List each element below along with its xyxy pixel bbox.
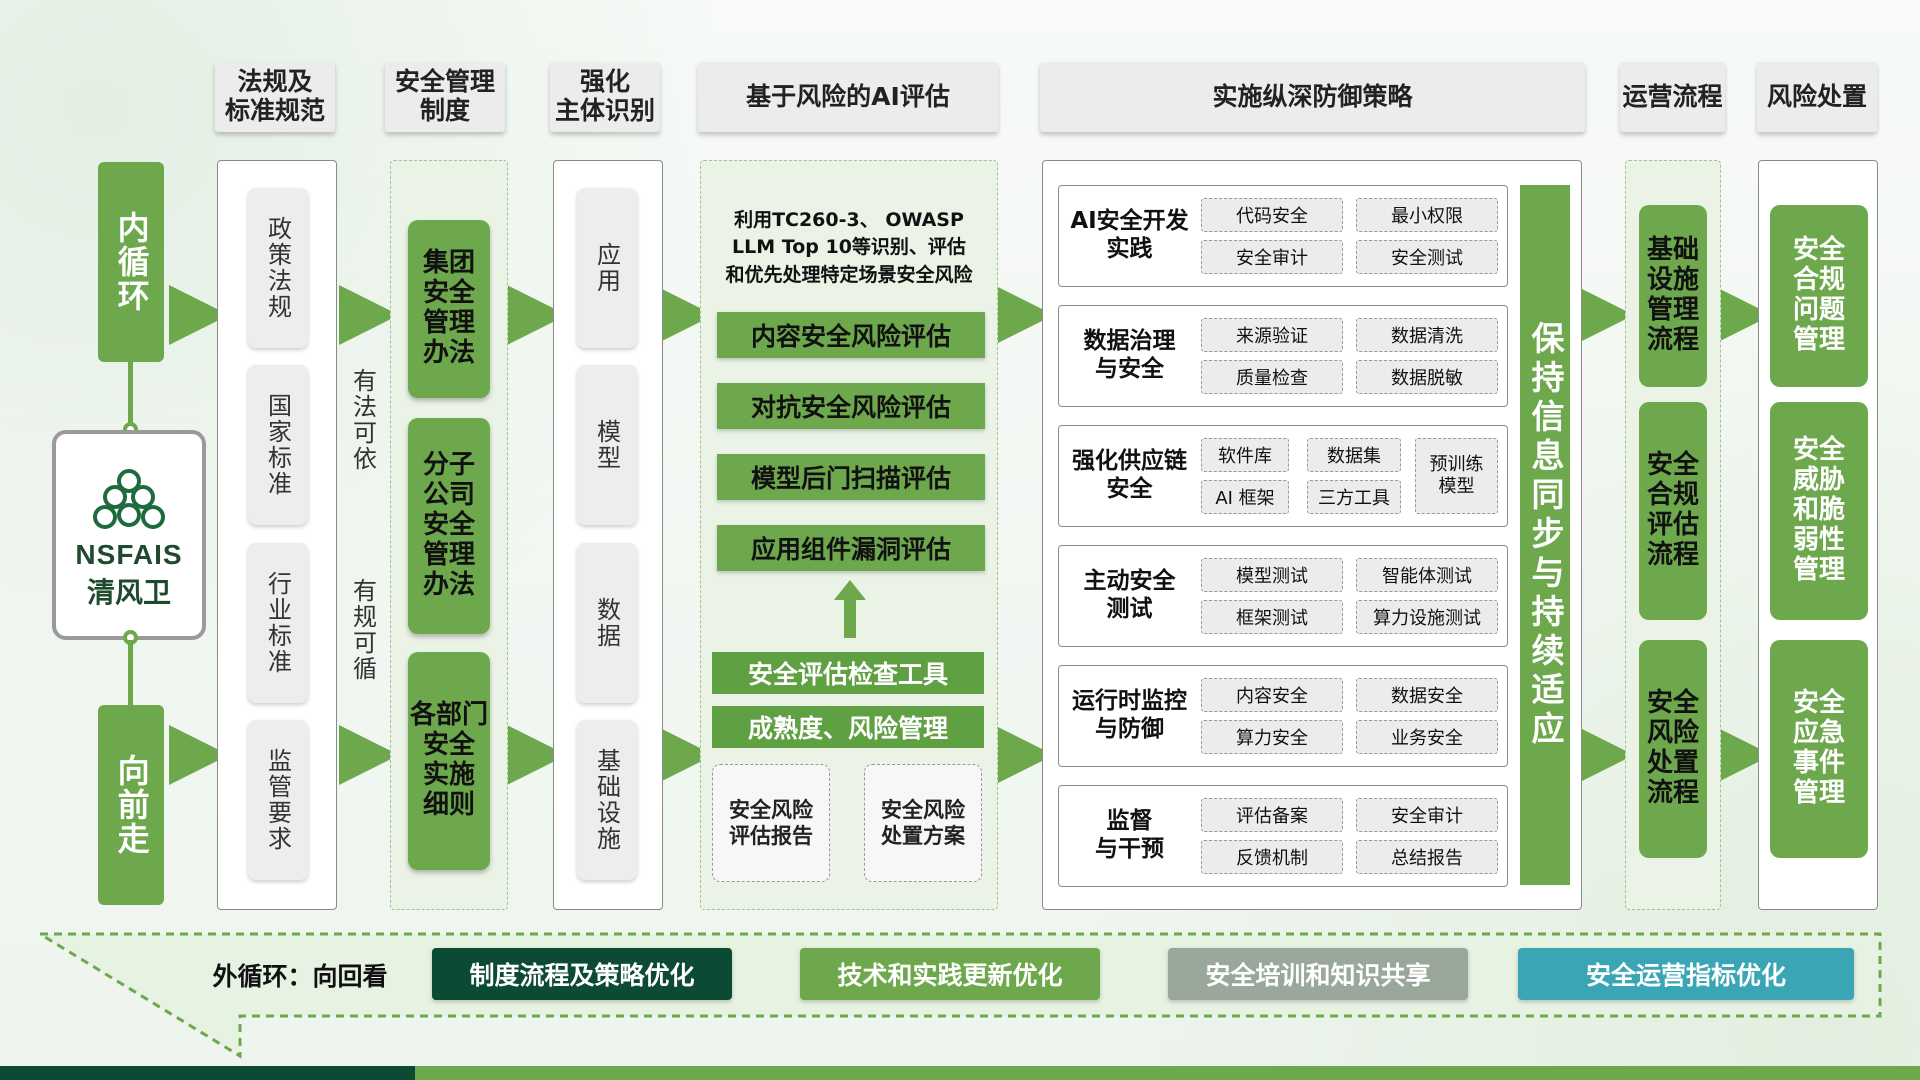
defense-chip: 框架测试 xyxy=(1201,600,1343,634)
defense-chip: 软件库 xyxy=(1201,438,1289,472)
defense-chip: 内容安全 xyxy=(1201,678,1343,712)
header-regs: 法规及 标准规范 xyxy=(215,62,335,132)
outer-loop-label: 外循环：向回看 xyxy=(212,962,388,991)
defense-chip: 模型测试 xyxy=(1201,558,1343,592)
defense-chip: 最小权限 xyxy=(1356,198,1498,232)
defense-chip: 数据清洗 xyxy=(1356,318,1498,352)
regs-item: 政策法规 xyxy=(248,188,308,348)
inner-loop-label: 内循环 xyxy=(98,162,164,362)
defense-row-title: AI安全开发 实践 xyxy=(1070,208,1189,262)
defense-chip: 来源验证 xyxy=(1201,318,1343,352)
header-defense: 实施纵深防御策略 xyxy=(1040,62,1585,132)
mid-label-rule: 有规可循 xyxy=(348,578,377,682)
ai-eval-tool: 安全评估检查工具 xyxy=(712,652,984,694)
header-risk: 风险处置 xyxy=(1757,62,1877,132)
defense-chip: 总结报告 xyxy=(1356,840,1498,874)
ops-item: 安全 合规 评估 流程 xyxy=(1639,402,1707,620)
defense-row-title: 运行时监控 与防御 xyxy=(1072,688,1187,742)
defense-chip: 算力设施测试 xyxy=(1356,600,1498,634)
ai-eval-item: 模型后门扫描评估 xyxy=(717,454,985,500)
connector-line-top xyxy=(128,362,133,432)
defense-chip: 代码安全 xyxy=(1201,198,1343,232)
regs-item: 国家标准 xyxy=(248,365,308,525)
training-share-button: 安全培训和知识共享 xyxy=(1168,948,1468,1000)
defense-chip: 算力安全 xyxy=(1201,720,1343,754)
ops-metrics-button: 安全运营指标优化 xyxy=(1518,948,1854,1000)
up-arrow-icon xyxy=(834,580,866,638)
defense-chip: 安全审计 xyxy=(1201,240,1343,274)
entity-item: 模型 xyxy=(577,365,637,525)
defense-chip: AI 框架 xyxy=(1201,480,1289,514)
header-mgmt: 安全管理 制度 xyxy=(385,62,505,132)
footer-stripe-dark xyxy=(0,1066,420,1080)
defense-chip: 数据脱敏 xyxy=(1356,360,1498,394)
defense-chip: 评估备案 xyxy=(1201,798,1343,832)
ai-eval-plan: 安全风险 处置方案 xyxy=(864,764,982,882)
ops-item: 基础 设施 管理 流程 xyxy=(1639,205,1707,387)
entity-item: 数据 xyxy=(577,543,637,703)
defense-row-title: 强化供应链 安全 xyxy=(1072,448,1187,502)
defense-chip: 智能体测试 xyxy=(1356,558,1498,592)
ops-item: 安全 风险 处置 流程 xyxy=(1639,640,1707,858)
risk-item: 安全 应急 事件 管理 xyxy=(1770,640,1868,858)
mgmt-item: 各部门 安全 实施 细则 xyxy=(408,652,490,870)
mgmt-item: 集团 安全 管理 办法 xyxy=(408,220,490,398)
defense-chip: 业务安全 xyxy=(1356,720,1498,754)
defense-row-title: 主动安全 测试 xyxy=(1083,568,1176,622)
risk-item: 安全 威胁 和脆 弱性 管理 xyxy=(1770,402,1868,620)
regs-item: 行业标准 xyxy=(248,543,308,703)
regs-item: 监管要求 xyxy=(248,720,308,880)
logo-icon xyxy=(93,469,165,529)
entity-item: 基础设施 xyxy=(577,720,637,880)
header-ops: 运营流程 xyxy=(1620,62,1725,132)
optimize-policy-button: 制度流程及策略优化 xyxy=(432,948,732,1000)
logo-text-top: NSFAIS xyxy=(75,539,183,570)
optimize-tech-button: 技术和实践更新优化 xyxy=(800,948,1100,1000)
connector-line-bottom xyxy=(128,640,133,705)
entity-item: 应用 xyxy=(577,188,637,348)
ai-eval-item: 对抗安全风险评估 xyxy=(717,383,985,429)
ai-eval-item: 内容安全风险评估 xyxy=(717,312,985,358)
defense-chip: 质量检查 xyxy=(1201,360,1343,394)
logo-text-bottom: 清风卫 xyxy=(86,576,171,609)
defense-chip: 预训练 模型 xyxy=(1415,438,1498,514)
ai-eval-report: 安全风险 评估报告 xyxy=(712,764,830,882)
footer-stripe-green xyxy=(415,1066,1920,1080)
risk-item: 安全 合规 问题 管理 xyxy=(1770,205,1868,387)
header-entity: 强化 主体识别 xyxy=(550,62,660,132)
ai-eval-item: 应用组件漏洞评估 xyxy=(717,525,985,571)
defense-row-title: 数据治理 与安全 xyxy=(1083,328,1176,382)
defense-chip: 安全审计 xyxy=(1356,798,1498,832)
defense-chip: 反馈机制 xyxy=(1201,840,1343,874)
ai-eval-maturity: 成熟度、风险管理 xyxy=(712,706,984,748)
ai-eval-intro: 利用TC260-3、 OWASP LLM Top 10等识别、评估 和优先处理特… xyxy=(725,208,973,286)
defense-chip: 三方工具 xyxy=(1307,480,1401,514)
mid-label-law: 有法可依 xyxy=(348,368,377,472)
sync-bar: 保持信息同步与持续适应 xyxy=(1520,185,1570,885)
defense-chip: 数据集 xyxy=(1307,438,1401,472)
defense-chip: 安全测试 xyxy=(1356,240,1498,274)
defense-row-title: 监督 与干预 xyxy=(1095,808,1164,862)
defense-chip: 数据安全 xyxy=(1356,678,1498,712)
mgmt-item: 分子 公司 安全 管理 办法 xyxy=(408,418,490,634)
forward-label: 向前走 xyxy=(98,705,164,905)
header-ai-eval: 基于风险的AI评估 xyxy=(698,62,998,132)
